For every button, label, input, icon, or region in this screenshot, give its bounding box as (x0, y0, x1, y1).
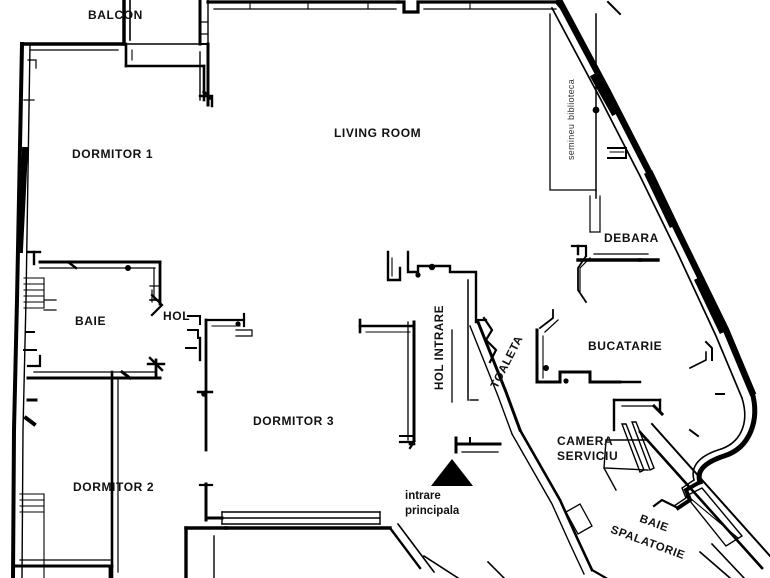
room-label-hol-intrare: HOL INTRARE (434, 305, 446, 390)
room-label-living-room: LIVING ROOM (334, 126, 422, 140)
wall-spalatorie-bottom-a (698, 550, 732, 578)
wall-toaleta-zigzag (482, 316, 498, 364)
camera-serviciu-line-2: SERVICIU (557, 449, 619, 463)
door-baie (150, 293, 164, 317)
main-entrance-line-1: intrare (405, 490, 441, 502)
niche-biblioteca-outline (549, 13, 597, 191)
baie-node (125, 265, 131, 271)
wall-debara-corner (570, 244, 588, 258)
window-left-upper (23, 277, 45, 309)
wall-curve-zigzag-inner (673, 479, 695, 507)
wall-cs-node (651, 403, 665, 417)
wall-jog-a (27, 59, 37, 69)
wall-shade-2 (643, 169, 679, 229)
door-swing-debara-inner (579, 257, 591, 293)
room-label-camera-serviciu: CAMERA SERVICIU (557, 434, 618, 464)
wall-node-1 (201, 89, 213, 101)
exterior-wall-left-inner (21, 43, 31, 578)
room-label-balcon: BALCON (88, 8, 143, 22)
room-label-dormitor-3: DORMITOR 3 (253, 414, 335, 428)
d3-node-1 (235, 321, 241, 327)
wall-hol-corner-b (187, 329, 199, 339)
wall-geometry (10, 0, 770, 578)
detail-a (235, 329, 253, 337)
kitchen-node-1 (543, 365, 549, 371)
wall-step-detail (607, 147, 627, 159)
exterior-wall-curve (696, 388, 758, 486)
wall-toaleta-diag-inner (469, 325, 513, 435)
wall-spalatorie-win (684, 487, 744, 547)
wall-right-tick-2 (688, 428, 700, 438)
room-label-dormitor-2: DORMITOR 2 (73, 480, 155, 494)
room-label-hol: HOL (163, 309, 191, 323)
wall-baie-arrow (119, 369, 133, 381)
room-label-bucatarie: BUCATARIE (588, 339, 663, 353)
wall-hol-corner-a (187, 315, 201, 325)
wall-left-heavy (16, 146, 29, 254)
wall-baie-node (148, 356, 164, 372)
wall-hol-left-top (386, 250, 402, 282)
door-swing-kitchen-2 (544, 319, 559, 333)
wall-toaleta-diag-outer (476, 320, 522, 432)
label-biblioteca: biblioteca (566, 78, 576, 120)
wall-right-jog (704, 340, 713, 361)
door-swing-debara (577, 254, 588, 304)
wall-dorm1-right-foot (198, 94, 214, 108)
arrow-entry (398, 440, 417, 450)
wall-spalatorie-diag-a (638, 430, 764, 570)
wall-bottom-diag (388, 526, 422, 570)
wall-kitchen-right-stub (688, 351, 707, 370)
main-entrance-triangle-icon (431, 459, 473, 486)
wall-kitchen-bottom-b (558, 370, 622, 384)
main-entrance-label: intrare principala (405, 489, 459, 519)
wall-cs-main-diag (518, 428, 594, 572)
label-semineu: semineu (566, 123, 576, 160)
wall-shade-1 (589, 71, 621, 117)
detail-bottom-diag (422, 554, 460, 578)
hol-node-1 (428, 263, 436, 271)
wall-spalatorie-bottom-b (710, 542, 746, 578)
room-label-dormitor-1: DORMITOR 1 (72, 147, 154, 161)
wall-baie-tick-a (66, 260, 78, 270)
wall-cs-main-diag-in (511, 433, 585, 575)
wall-baie-left-jog (26, 354, 42, 368)
wall-curve-zigzag (675, 479, 703, 511)
wall-shade-3 (693, 275, 729, 335)
wall-living-top-b (396, 0, 562, 14)
room-label-baie: BAIE (75, 314, 107, 328)
wall-bottom-diag-inner (396, 522, 436, 574)
detail-topright (606, 0, 622, 16)
detail-window-diag (565, 503, 593, 535)
wall-spalatorie-win-line (689, 497, 739, 539)
room-label-debara: DEBARA (604, 231, 659, 245)
wall-cs-h-3 (603, 467, 617, 491)
exterior-wall-curve-inner (692, 397, 746, 481)
wall-curve-tail (652, 498, 680, 510)
hol-node-2 (415, 272, 421, 278)
door-swing-kitchen (538, 309, 554, 330)
exterior-wall-diagonal-inner (550, 6, 744, 400)
wall-cs-diag-end (590, 568, 608, 578)
exterior-wall-left (10, 41, 25, 578)
d3-node-2 (201, 391, 207, 397)
camera-serviciu-line-1: CAMERA (557, 434, 614, 448)
wall-cs-diag-2 (630, 421, 655, 471)
detail-c (486, 560, 506, 578)
main-entrance-line-2: principala (405, 505, 460, 517)
wall-d2-node (23, 415, 37, 427)
niche-node (592, 106, 600, 114)
wall-spalatorie-diag-b (650, 422, 770, 558)
kitchen-node-2 (563, 378, 569, 384)
